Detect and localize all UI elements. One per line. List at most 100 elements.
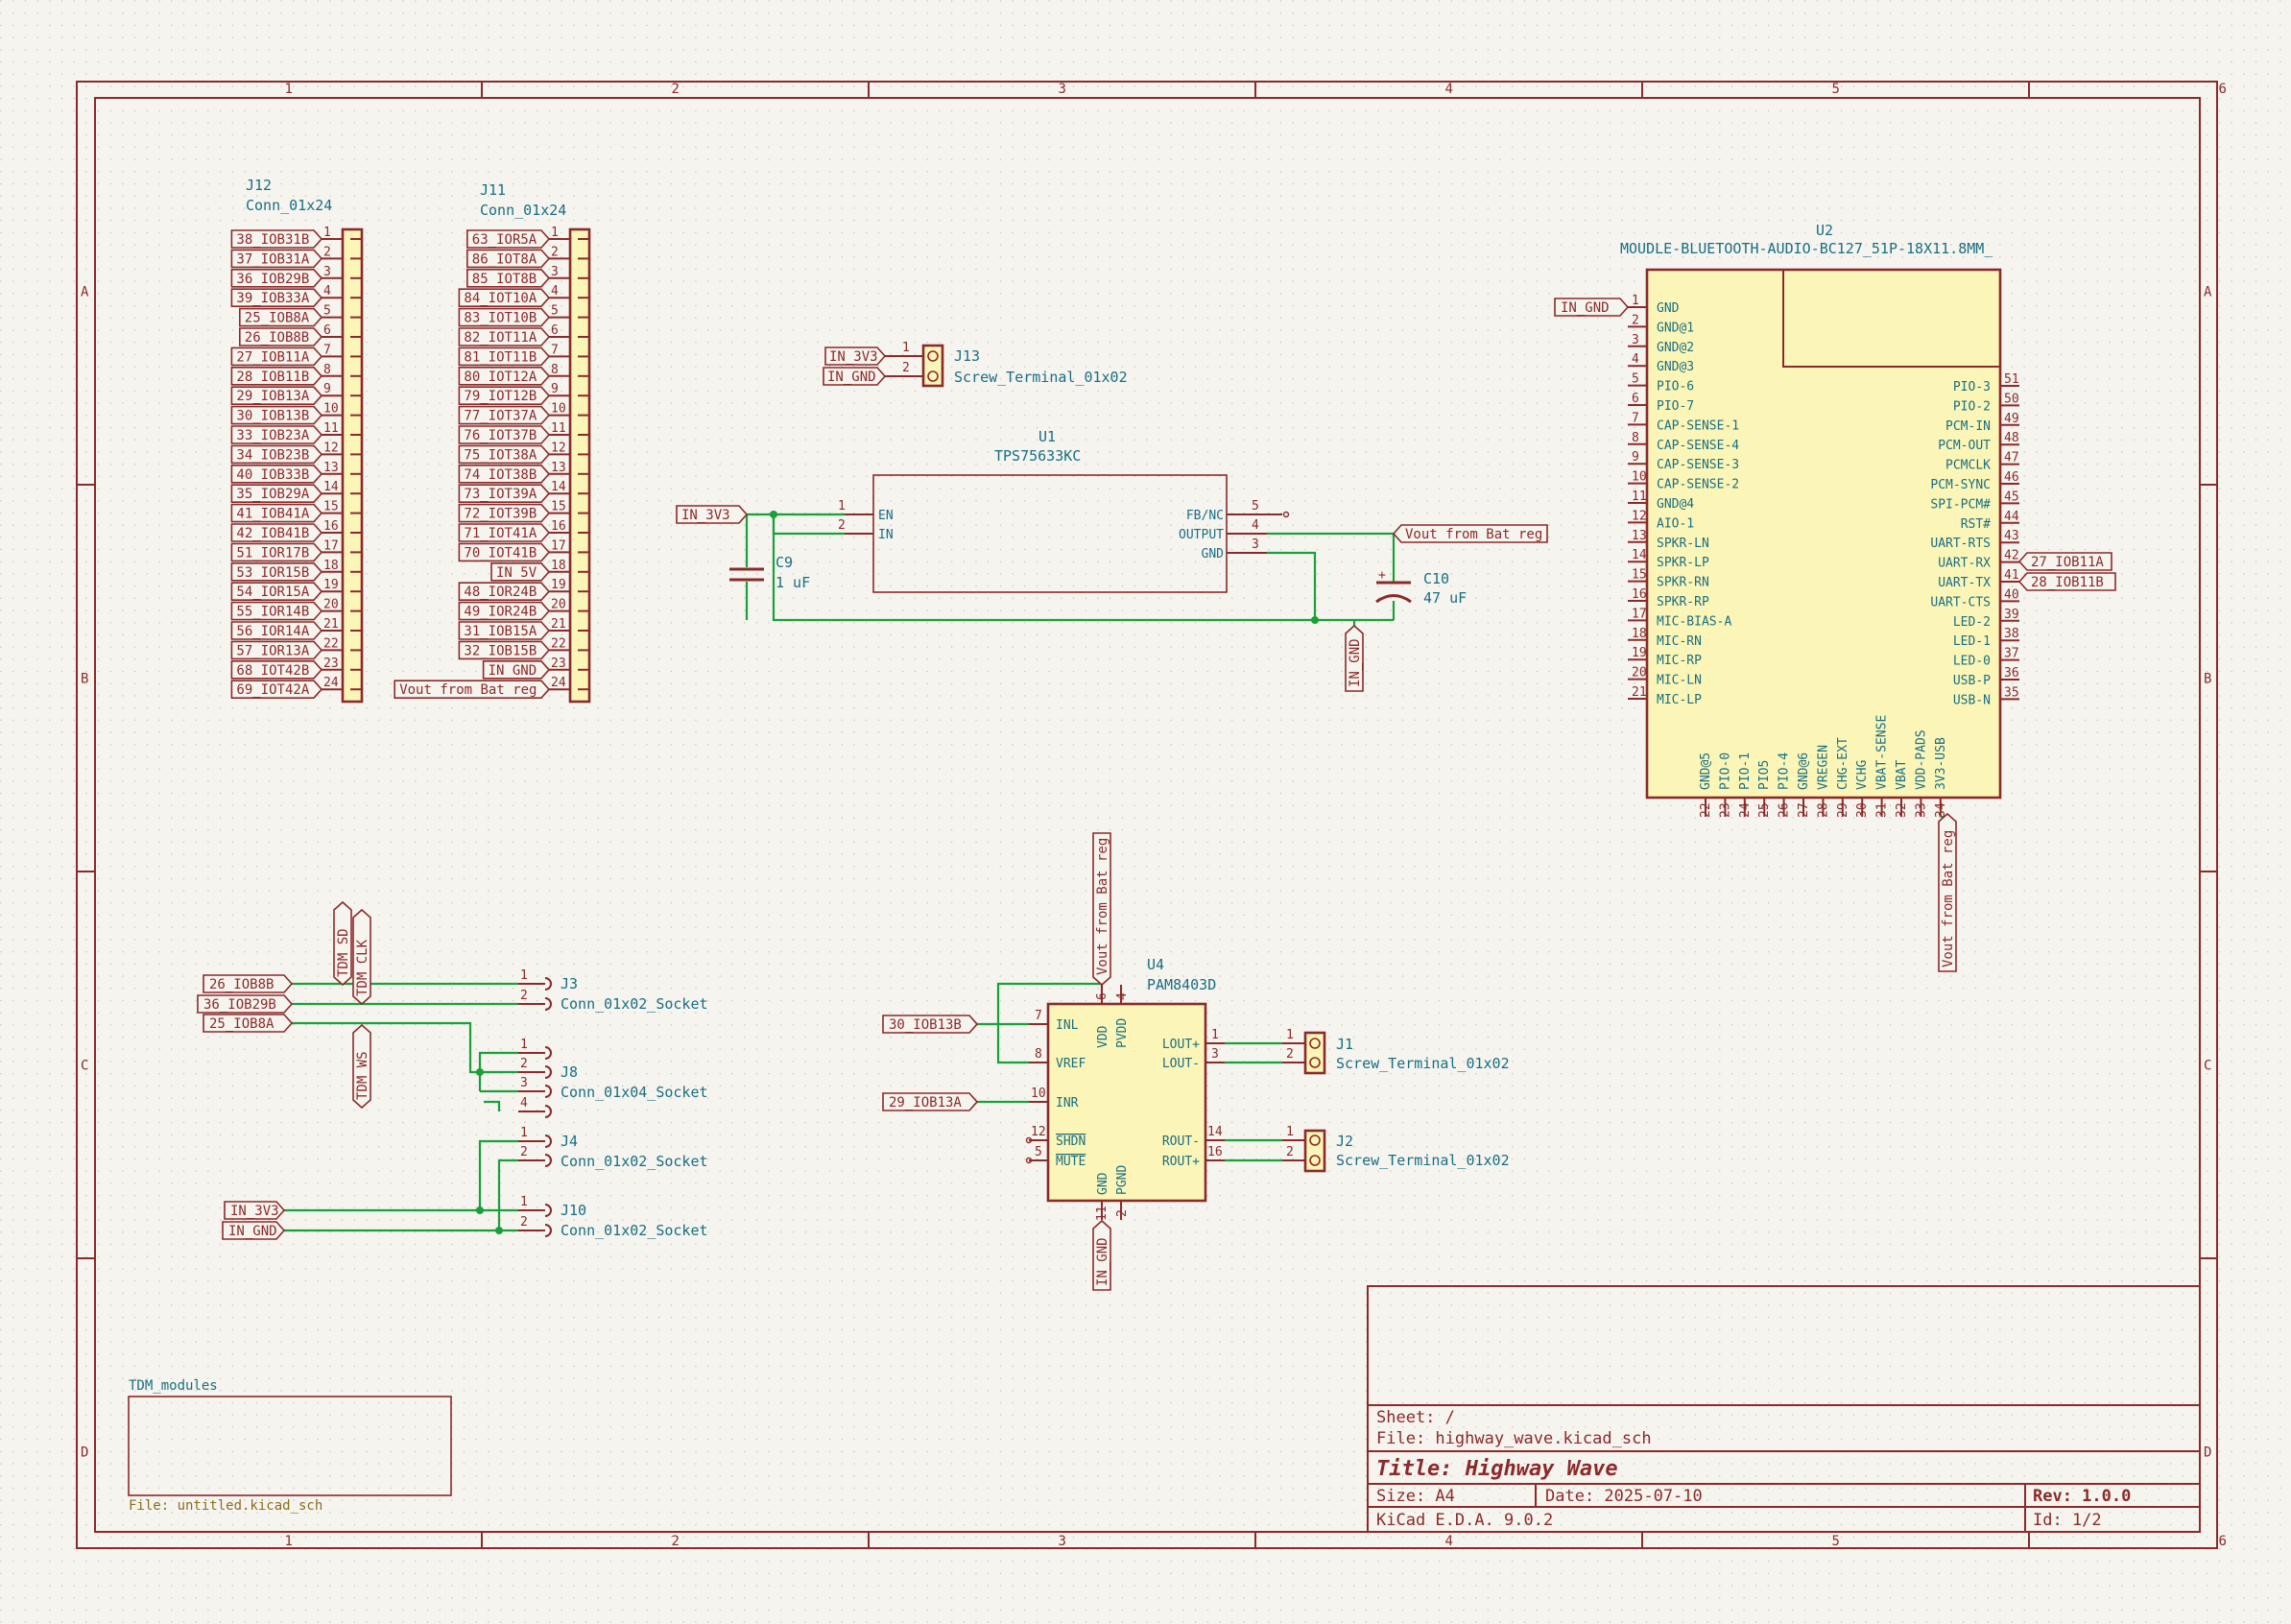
j11-net-label-2[interactable]: 85_IOT8B — [465, 268, 551, 288]
net-label-in-3v3[interactable]: IN_3V3 — [224, 1201, 286, 1220]
j12-net-label-4[interactable]: 25_IOB8A — [239, 307, 323, 327]
socket-j4[interactable]: 1 2 J4 Conn_01x02_Socket — [518, 1126, 708, 1170]
net-label-u2-rx[interactable]: 27_IOB11A — [2017, 552, 2112, 571]
net-label-u4-inr[interactable]: 29_IOB13A — [882, 1092, 979, 1111]
j11-net-label-13[interactable]: 73_IOT39A — [458, 484, 551, 504]
j11-net-label-17[interactable]: IN_5V — [490, 561, 551, 582]
socket-j3[interactable]: 1 2 J3 Conn_01x02_Socket — [518, 968, 708, 1013]
net-label-26-iob8b[interactable]: 26_IOB8B — [203, 974, 294, 993]
j11-net-label-23[interactable]: IN_GND — [482, 659, 551, 680]
j11-net-label-6[interactable]: 81_IOT11B — [458, 346, 551, 367]
j12-net-label-20[interactable]: 56_IOR14A — [230, 621, 323, 640]
u4-pin-mute: MUTE — [1056, 1155, 1086, 1169]
j11-net-label-1[interactable]: 86_IOT8A — [465, 249, 551, 269]
tb-date: Date: 2025-07-10 — [1545, 1487, 1703, 1506]
net-label-u4-gnd[interactable]: IN_GND — [1092, 1219, 1111, 1291]
net-label-u2-gnd[interactable]: IN_GND — [1554, 298, 1630, 317]
j12-net-label-10[interactable]: 33_IOB23A — [230, 425, 323, 444]
net-label-in-gnd[interactable]: IN_GND — [222, 1221, 286, 1240]
j12-net-label-15[interactable]: 42_IOB41B — [230, 523, 323, 542]
net-label-j13-gnd[interactable]: IN_GND — [823, 367, 887, 386]
j11-net-label-14[interactable]: 72_IOT39B — [458, 503, 551, 523]
net-label-u4-inl[interactable]: 30_IOB13B — [882, 1015, 979, 1034]
j11-net-label-9[interactable]: 77_IOT37A — [458, 405, 551, 425]
j11-net-label-8[interactable]: 79_IOT12B — [458, 386, 551, 406]
j12-net-label-21[interactable]: 57_IOR13A — [230, 640, 323, 660]
j12-net-label-14[interactable]: 41_IOB41A — [230, 503, 323, 523]
j12-net-label-9[interactable]: 30_IOB13B — [230, 405, 323, 425]
net-label-25-iob8a[interactable]: 25_IOB8A — [203, 1014, 294, 1033]
j12-net-label-19[interactable]: 55_IOR14B — [230, 601, 323, 621]
j11-net-label-3[interactable]: 84_IOT10A — [458, 288, 551, 308]
j11-net-label-4[interactable]: 83_IOT10B — [458, 307, 551, 327]
connector-j12[interactable]: J12 Conn_01x24 1234567891011121314151617… — [230, 177, 364, 704]
j12-net-label-0[interactable]: 38_IOB31B — [230, 229, 323, 249]
j12-net-label-12[interactable]: 40_IOB33B — [230, 464, 323, 484]
net-label-u1-gnd[interactable]: IN_GND — [1345, 624, 1364, 692]
net-label-tdm-ws[interactable]: TDM WS — [352, 1023, 371, 1110]
j12-pin-22: 22 — [323, 636, 339, 651]
net-label-tdm-sd[interactable]: TDM SD — [333, 900, 352, 987]
regulator-u1[interactable]: U1 TPS75633KC 1 2 EN IN 5 4 3 FB/NC OUTP… — [676, 428, 1548, 692]
j12-net-label-22[interactable]: 68_IOT42B — [230, 659, 323, 680]
u2-pin-5-num: 5 — [1632, 372, 1639, 387]
socket-j8[interactable]: 1 2 3 4 J8 Conn_01x04_Socket — [518, 1038, 708, 1118]
screw-terminal-j1[interactable]: 1 2 J1 Screw_Terminal_01x02 — [1282, 1028, 1510, 1075]
j11-net-label-0[interactable]: 63_IOR5A — [465, 229, 551, 249]
j11-net-label-16[interactable]: 70_IOT41B — [458, 542, 551, 562]
j11-net-label-24[interactable]: Vout from Bat reg — [394, 680, 551, 700]
svg-text:25_IOB8A: 25_IOB8A — [245, 311, 310, 326]
net-label-u1-in[interactable]: IN_3V3 — [676, 505, 749, 524]
j11-net-label-7[interactable]: 80_IOT12A — [458, 366, 551, 386]
svg-text:70_IOT41B: 70_IOT41B — [464, 545, 537, 561]
screw-terminal-j13[interactable]: 1 2 J13 Screw_Terminal_01x02 IN_3V3 IN_G… — [823, 341, 1128, 388]
j12-net-label-13[interactable]: 35_IOB29A — [230, 484, 323, 504]
net-label-u2-vdd[interactable]: Vout from Bat reg — [1938, 812, 1957, 972]
bluetooth-module-u2[interactable]: U2 MOUDLE-BLUETOOTH-AUDIO-BC127_51P-18X1… — [1554, 222, 2116, 972]
hierarchical-sheet-tdm[interactable]: TDM_modules File: untitled.kicad_sch — [128, 1378, 452, 1514]
j11-net-label-10[interactable]: 76_IOT37B — [458, 425, 551, 444]
j12-net-label-8[interactable]: 29_IOB13A — [230, 386, 323, 406]
u2-pin-24-num: 24 — [1738, 802, 1753, 818]
net-label-u1-out[interactable]: Vout from Bat reg — [1392, 524, 1548, 543]
j12-net-label-18[interactable]: 54_IOR15A — [230, 582, 323, 602]
j11-net-label-19[interactable]: 48_IOR24B — [458, 582, 551, 602]
capacitor-c9[interactable]: C9 1 uF — [729, 554, 810, 591]
screw-terminal-j2[interactable]: 1 2 J2 Screw_Terminal_01x02 — [1282, 1125, 1510, 1173]
j12-net-label-7[interactable]: 28_IOB11B — [230, 366, 323, 386]
amplifier-u4[interactable]: U4 PAM8403D 7 8 10 12 5 INL VREF INR SHD… — [882, 832, 1225, 1291]
j11-net-label-21[interactable]: 31_IOB15A — [458, 621, 551, 640]
u2-pin-47: PCMCLK — [1945, 459, 1991, 473]
net-label-36-iob29b[interactable]: 36_IOB29B — [197, 994, 294, 1014]
j12-net-label-16[interactable]: 51_IOR17B — [230, 542, 323, 562]
j12-net-label-3[interactable]: 39_IOB33A — [230, 288, 323, 308]
net-label-j13-3v3[interactable]: IN_3V3 — [824, 346, 887, 366]
sheet-file: File: untitled.kicad_sch — [129, 1498, 322, 1514]
j11-net-label-11[interactable]: 75_IOT38A — [458, 444, 551, 465]
j11-net-label-5[interactable]: 82_IOT11A — [458, 327, 551, 346]
j12-net-label-6[interactable]: 27_IOB11A — [230, 346, 323, 367]
j11-net-label-15[interactable]: 71_IOT41A — [458, 523, 551, 542]
j12-net-label-17[interactable]: 53_IOR15B — [230, 561, 323, 582]
j12-net-label-1[interactable]: 37_IOB31A — [230, 249, 323, 269]
j12-pin-24: 24 — [323, 676, 339, 690]
net-label-u2-tx[interactable]: 28_IOB11B — [2017, 572, 2116, 591]
j11-net-label-12[interactable]: 74_IOT38B — [458, 464, 551, 484]
j12-net-label-23[interactable]: 69_IOT42A — [230, 680, 323, 700]
socket-j10[interactable]: 1 2 J10 Conn_01x02_Socket — [518, 1195, 708, 1239]
j12-pin-14: 14 — [323, 480, 339, 494]
j12-net-label-2[interactable]: 36_IOB29B — [230, 268, 323, 288]
capacitor-c10[interactable]: + C10 47 uF — [1375, 568, 1467, 607]
j12-net-label-11[interactable]: 34_IOB23B — [230, 444, 323, 465]
j11-net-label-20[interactable]: 49_IOR24B — [458, 601, 551, 621]
net-label-tdm-clk[interactable]: TDM CLK — [352, 908, 371, 1006]
connector-j11[interactable]: J11 Conn_01x24 1234567891011121314151617… — [394, 181, 591, 704]
tb-rev: Rev: 1.0.0 — [2033, 1487, 2131, 1506]
u2-pin-35: USB-N — [1953, 693, 1991, 707]
svg-text:Vout from Bat reg: Vout from Bat reg — [1095, 838, 1110, 975]
net-label-u4-vdd[interactable]: Vout from Bat reg — [1092, 832, 1111, 987]
j12-net-label-5[interactable]: 26_IOB8B — [239, 327, 323, 346]
j11-net-label-22[interactable]: 32_IOB15B — [458, 640, 551, 660]
zone-row-left-C: C — [81, 1059, 88, 1074]
